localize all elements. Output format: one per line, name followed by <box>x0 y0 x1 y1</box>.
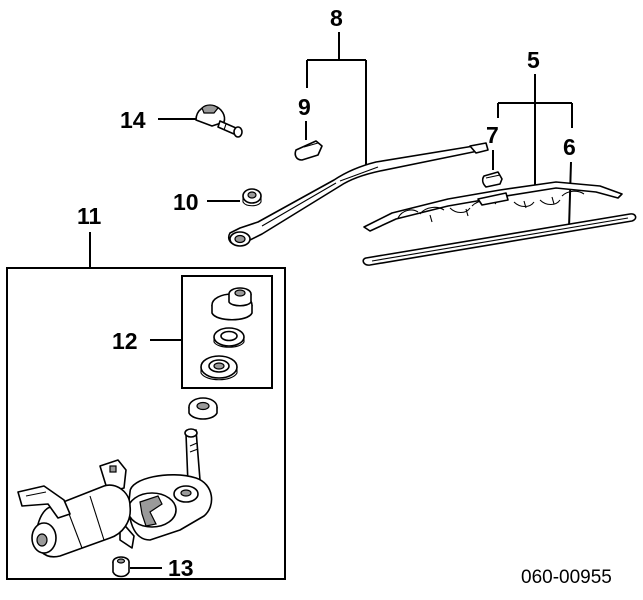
callout-9: 9 <box>298 94 311 120</box>
callout-6: 6 <box>563 134 576 160</box>
wiper-arm-part <box>227 142 489 247</box>
wiper-blade-part <box>363 181 623 232</box>
leader-lines <box>89 32 573 569</box>
callout-7: 7 <box>486 122 499 148</box>
document-id: 060-00955 <box>521 567 612 588</box>
wiper-motor-part <box>17 397 218 558</box>
arm-cap-part <box>294 140 323 161</box>
blade-refill-part <box>362 213 637 266</box>
arm-nut-part <box>242 188 262 207</box>
callout-10: 10 <box>173 189 199 215</box>
callout-8: 8 <box>330 5 343 31</box>
callout-12: 12 <box>112 328 138 354</box>
seal-kit-part <box>200 287 253 381</box>
washer-nozzle-part <box>195 104 243 138</box>
callout-13: 13 <box>168 555 194 581</box>
motor-assembly-frame <box>6 267 286 580</box>
callout-11: 11 <box>77 203 102 229</box>
blade-clip-part <box>481 171 503 188</box>
seal-kit-frame <box>181 275 273 389</box>
callout-14: 14 <box>120 107 146 133</box>
callout-5: 5 <box>527 47 540 73</box>
mount-grommet-part <box>112 556 130 578</box>
